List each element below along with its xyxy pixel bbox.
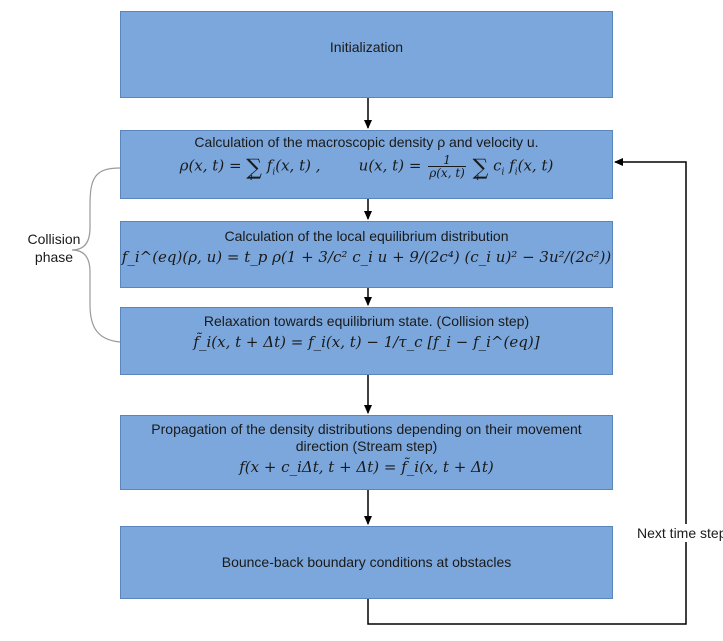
u-formula-num: 1 [428, 154, 466, 167]
u-formula-lhs: u(x, t) = [358, 156, 422, 175]
rho-formula-lhs: ρ(x, t) = [179, 156, 242, 175]
propagation-title-line2: direction (Stream step) [295, 438, 438, 454]
relaxation-box: Relaxation towards equilibrium state. (C… [120, 307, 613, 375]
bounce-back-box: Bounce-back boundary conditions at obsta… [120, 526, 613, 599]
propagation-box: Propagation of the density distributions… [120, 415, 613, 490]
initialization-title: Initialization [329, 39, 404, 55]
collision-phase-line1: Collision [27, 231, 81, 247]
equilibrium-formula: f_i^(eq)(ρ, u) = t_p ρ(1 + 3/c² c_i u + … [121, 248, 612, 266]
propagation-title-line1: Propagation of the density distributions… [151, 421, 582, 437]
rho-formula-rhs: f [266, 156, 273, 175]
bounce-back-title: Bounce-back boundary conditions at obsta… [221, 554, 512, 570]
macroscopic-calculation-box: Calculation of the macroscopic density ρ… [120, 130, 613, 199]
collision-phase-label: Collision phase [16, 230, 92, 266]
macroscopic-title: Calculation of the macroscopic density ρ… [194, 134, 539, 150]
u-formula-rhs: c [493, 156, 502, 175]
u-formula-den: ρ(x, t) [429, 166, 465, 180]
collision-phase-brace [71, 167, 121, 343]
propagation-formula: f(x + c_iΔt, t + Δt) = f̃_i(x, t + Δt) [239, 458, 494, 476]
relaxation-formula: f̃_i(x, t + Δt) = f_i(x, t) − 1/τ_c [f_i… [193, 333, 540, 351]
equilibrium-distribution-box: Calculation of the local equilibrium dis… [120, 221, 613, 288]
initialization-box: Initialization [120, 11, 613, 98]
collision-phase-line2: phase [34, 249, 74, 265]
relaxation-title: Relaxation towards equilibrium state. (C… [203, 313, 530, 329]
arrow-next-time-step-loop [367, 158, 687, 625]
equilibrium-title: Calculation of the local equilibrium dis… [224, 228, 509, 244]
next-time-step-label: Next time step [637, 524, 723, 542]
